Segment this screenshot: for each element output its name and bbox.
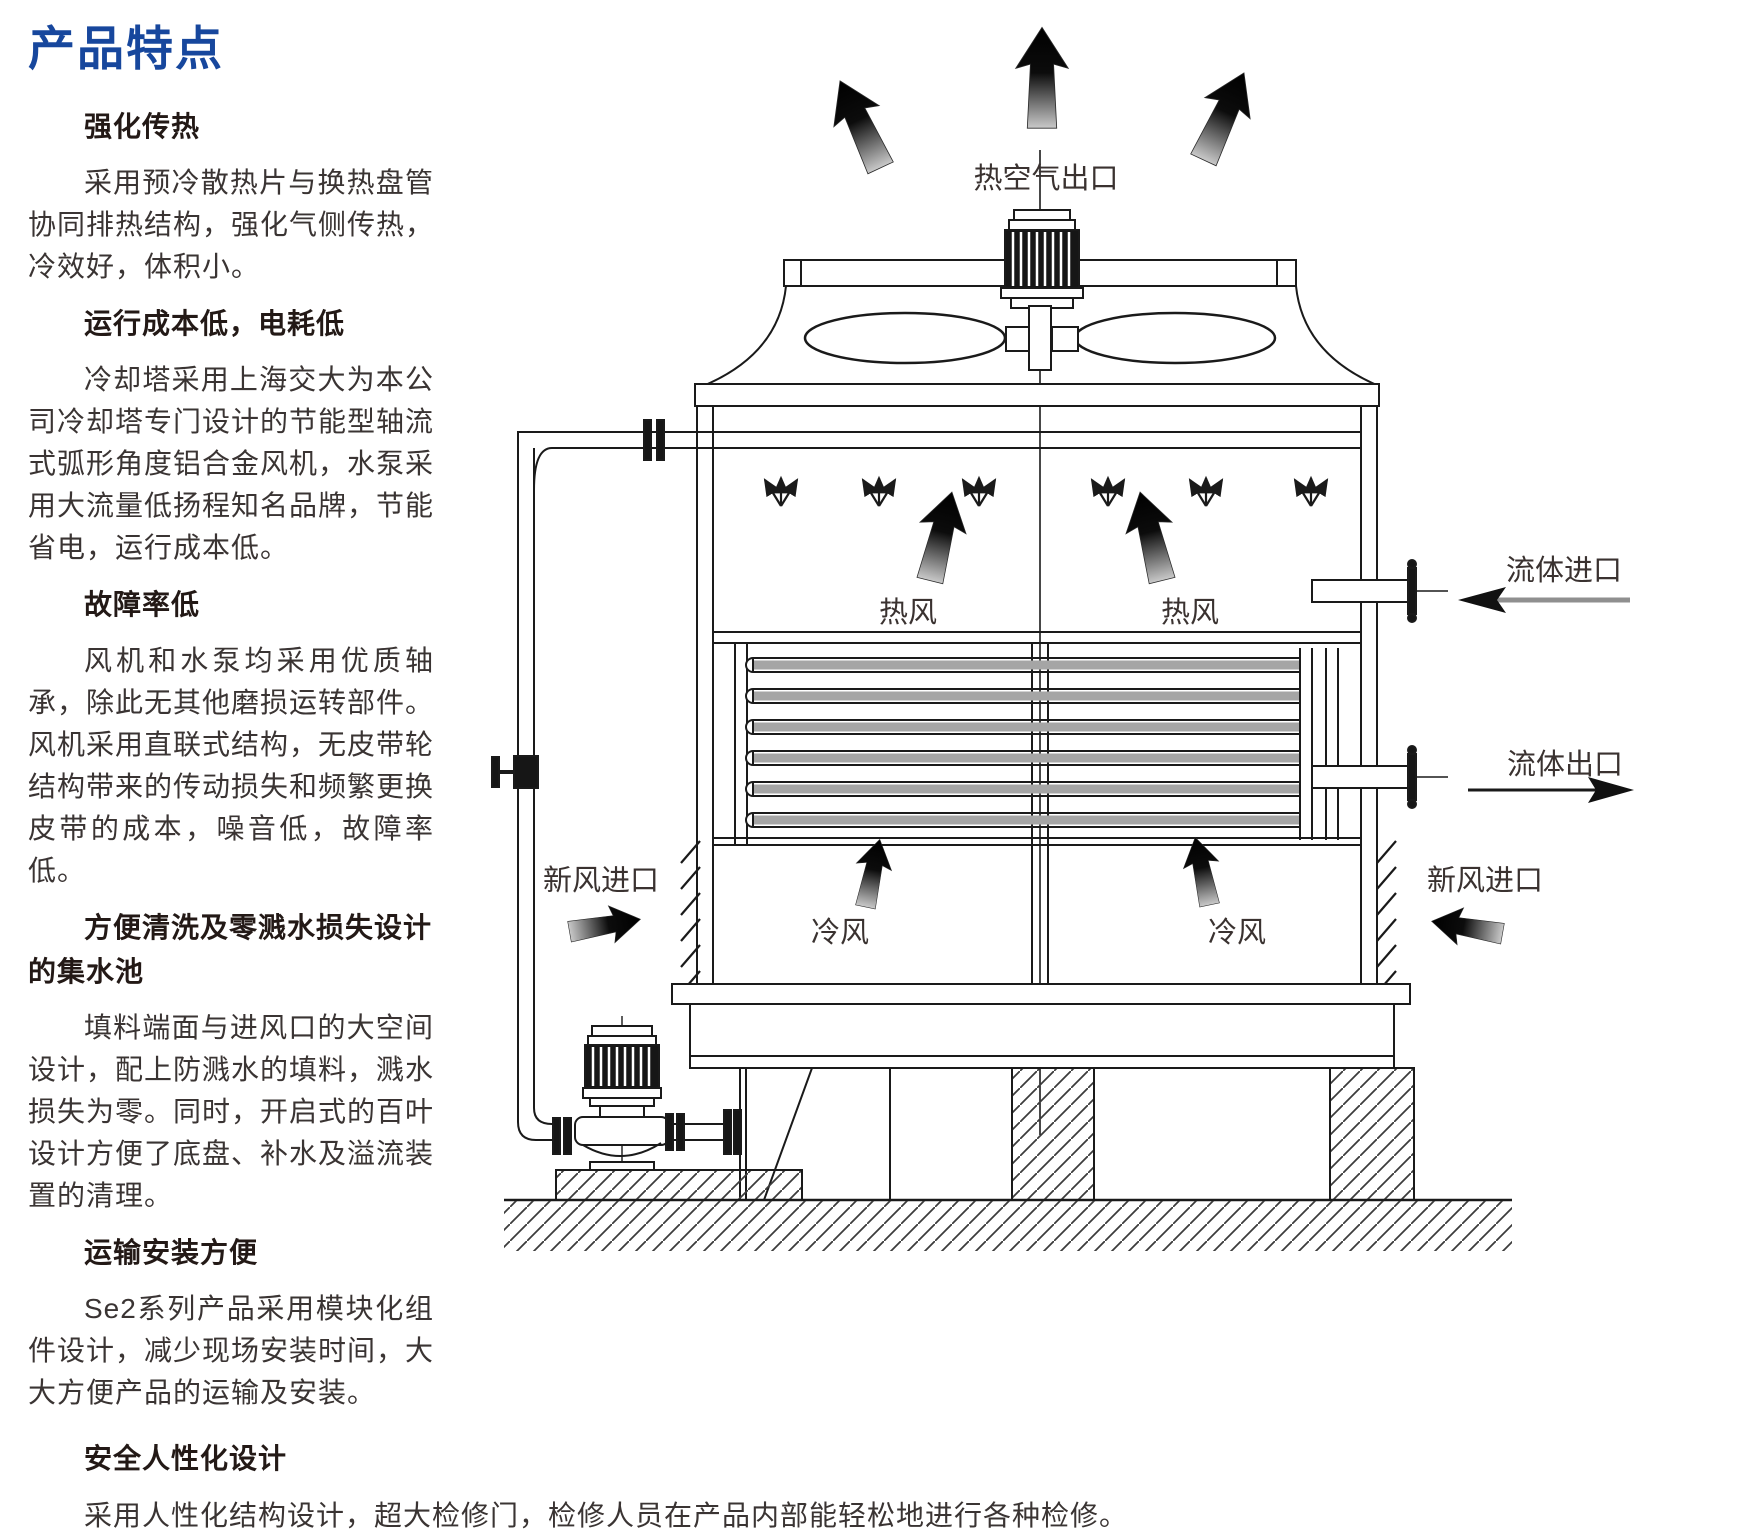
label-hot-wind-right: 热风: [1161, 596, 1219, 629]
section-body-2: 冷却塔采用上海交大为本公司冷却塔专门设计的节能型轴流式弧形角度铝合金风机，水泵采…: [28, 364, 435, 563]
fluid-inlet-arrow: [1458, 587, 1630, 613]
basin-rim: [671, 983, 1411, 1005]
hot-air-arrow-right: [1179, 61, 1268, 172]
support-piers: [739, 1067, 1415, 1201]
section-body-1: 采用预冷散热片与换热盘管协同排热结构，强化气侧传热，冷效好，体积小。: [28, 167, 435, 282]
features-column: 强化传热 采用预冷散热片与换热盘管协同排热结构，强化气侧传热，冷效好，体积小。 …: [28, 65, 434, 1414]
label-hot-air-outlet: 热空气出口: [973, 162, 1118, 195]
fan-shroud-left: [702, 285, 787, 387]
spray-nozzles: [763, 475, 1329, 507]
hot-air-arrow-center: [1014, 26, 1070, 130]
label-cold-wind-right: 冷风: [1208, 916, 1266, 949]
section-heading-3: 故障率低: [84, 589, 201, 620]
page-title: 产品特点: [28, 22, 224, 75]
air-inlet-louvers-left: [680, 840, 701, 994]
fluid-outlet-stub: [1311, 745, 1448, 809]
fresh-air-arrow-left: [565, 900, 645, 951]
fresh-air-arrow-right: [1427, 902, 1507, 953]
fluid-inlet-stub: [1311, 559, 1448, 623]
valve: [491, 755, 539, 789]
section-body-6: 采用人性化结构设计，超大检修门，检修人员在产品内部能轻松地进行各种检修。: [84, 1500, 1129, 1530]
foundation: [504, 1169, 1512, 1251]
label-hot-wind-left: 热风: [879, 596, 937, 629]
hot-wind-arrow-right: [1116, 485, 1187, 588]
section-heading-6: 安全人性化设计: [84, 1443, 288, 1474]
water-pump: [552, 1016, 742, 1171]
label-fluid-inlet: 流体进口: [1506, 554, 1622, 587]
riser-pipe: [517, 432, 556, 1141]
section-body-4: 填料端面与进风口的大空间设计，配上防溅水的填料，溅水损失为零。同时，开启式的百叶…: [28, 1012, 435, 1211]
label-fresh-air-inlet-right: 新风进口: [1427, 864, 1543, 897]
section-body-3: 风机和水泵均采用优质轴承，除此无其他磨损运转部件。风机采用直联式结构，无皮带轮结…: [28, 645, 435, 886]
label-fluid-outlet: 流体出口: [1507, 748, 1623, 781]
basin-base: [689, 1003, 1395, 1057]
fluid-outlet-arrow: [1468, 777, 1634, 803]
hot-wind-arrow-left: [905, 485, 976, 588]
fan-motor: [1000, 209, 1084, 309]
fan-shroud-right: [1295, 285, 1380, 387]
heat-exchanger-coil: [713, 643, 1361, 846]
label-cold-wind-left: 冷风: [811, 916, 869, 949]
section-heading-4: 方便清洗及零溅水损失设计的集水池: [28, 912, 433, 987]
section-body-5: Se2系列产品采用模块化组件设计，减少现场安装时间，大大方便产品的运输及安装。: [28, 1293, 435, 1408]
hot-air-arrow-left: [816, 69, 905, 180]
section-heading-2: 运行成本低，电耗低: [84, 308, 346, 339]
cold-wind-arrow-right: [1176, 832, 1228, 910]
fan-deck-beam: [783, 259, 1297, 287]
water-distribution-header: [517, 419, 1361, 491]
bottom-section: 安全人性化设计 采用人性化结构设计，超大检修门，检修人员在产品内部能轻松地进行各…: [28, 1423, 1718, 1530]
tower-walls: [696, 406, 1378, 984]
fan-blades: [803, 305, 1277, 371]
air-inlet-louvers-right: [1376, 840, 1397, 994]
tower-top-band: [694, 383, 1380, 407]
section-heading-5: 运输安装方便: [84, 1237, 259, 1268]
section-heading-1: 强化传热: [84, 111, 201, 142]
tower-linework: [491, 26, 1634, 1251]
label-fresh-air-inlet-left: 新风进口: [543, 864, 659, 897]
hot-air-arrows: [816, 26, 1268, 180]
cold-wind-arrow-left: [847, 834, 899, 912]
